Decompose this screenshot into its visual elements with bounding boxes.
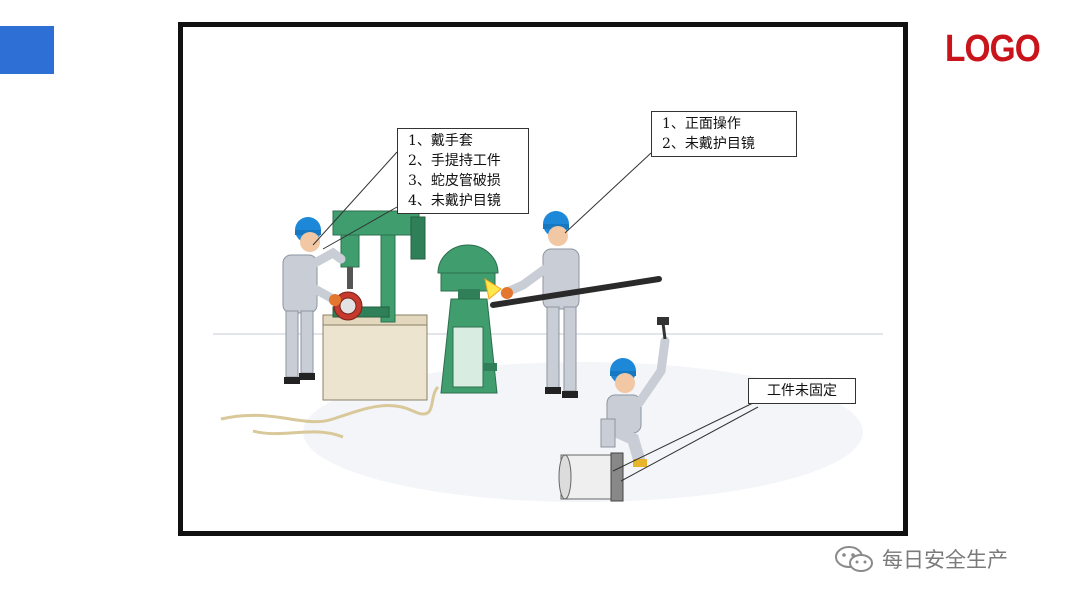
worker-crouching bbox=[558, 317, 670, 502]
drill-press bbox=[322, 210, 428, 401]
leader-line-3b bbox=[620, 406, 759, 482]
callout-line: 2、手提持工件 bbox=[408, 153, 501, 169]
accent-block bbox=[0, 26, 54, 74]
callout-line: 2、未戴护目镜 bbox=[662, 136, 755, 152]
callout-workpiece-hazard: 工件未固定 bbox=[748, 378, 856, 404]
bench-grinder bbox=[437, 244, 502, 394]
callout-line: 工件未固定 bbox=[767, 383, 837, 399]
worker-grinder bbox=[490, 211, 662, 398]
leader-line-3a bbox=[612, 402, 754, 472]
workshop-illustration bbox=[213, 151, 883, 502]
leader-line-2 bbox=[564, 152, 652, 234]
callout-line: 3、蛇皮管破损 bbox=[408, 173, 501, 189]
watermark-text: 每日安全生产 bbox=[882, 548, 1008, 572]
wechat-icon bbox=[835, 546, 873, 572]
callout-line: 1、正面操作 bbox=[662, 116, 741, 132]
callout-line: 4、未戴护目镜 bbox=[408, 193, 501, 209]
damaged-hose bbox=[220, 385, 440, 424]
callout-drill-hazards: 1、戴手套 2、手提持工件 3、蛇皮管破损 4、未戴护目镜 bbox=[397, 128, 529, 214]
watermark: 每日安全生产 bbox=[832, 544, 1008, 574]
logo: LOGO bbox=[945, 28, 1041, 70]
floor-shadow bbox=[303, 362, 863, 502]
leader-line-1a bbox=[312, 151, 398, 246]
workpiece-on-drill bbox=[333, 291, 363, 321]
callout-line: 1、戴手套 bbox=[408, 133, 473, 149]
leader-line-1b bbox=[322, 206, 398, 250]
illustration-frame: 1、戴手套 2、手提持工件 3、蛇皮管破损 4、未戴护目镜 1、正面操作 2、未… bbox=[178, 22, 908, 536]
worker-drill bbox=[282, 217, 346, 384]
callout-grinder-hazards: 1、正面操作 2、未戴护目镜 bbox=[651, 111, 797, 157]
